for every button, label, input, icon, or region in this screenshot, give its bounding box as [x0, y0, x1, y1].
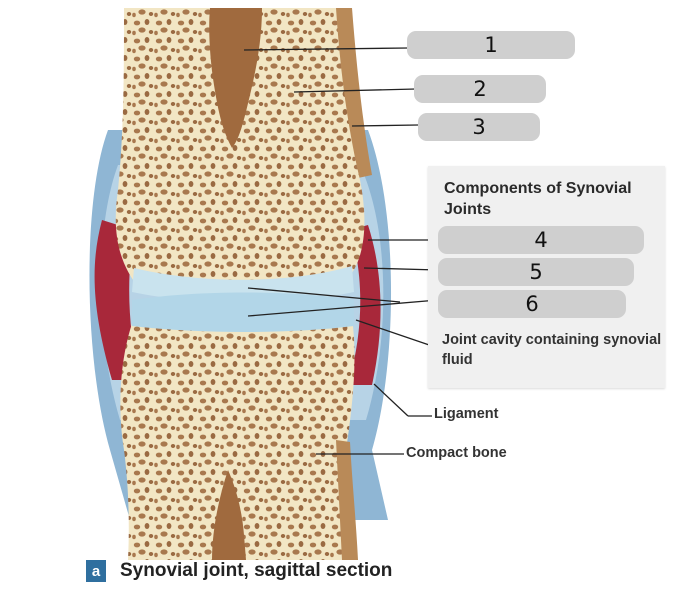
ligament-label: Ligament	[434, 406, 498, 422]
articular-cartilage-lower	[132, 293, 354, 333]
compact-bone-label: Compact bone	[406, 445, 507, 461]
blank-3: 3	[418, 113, 540, 141]
caption-text: Synovial joint, sagittal section	[120, 560, 392, 582]
legend-title: Components of Synovial Joints	[444, 178, 654, 220]
blank-4: 4	[438, 226, 644, 254]
joint-cavity-label: Joint cavity containing synovial fluid	[442, 330, 664, 370]
caption-badge: a	[86, 560, 106, 582]
figure-caption: a Synovial joint, sagittal section	[86, 558, 392, 584]
blank-2: 2	[414, 75, 546, 103]
blank-5: 5	[438, 258, 634, 286]
blank-6: 6	[438, 290, 626, 318]
blank-1: 1	[407, 31, 575, 59]
